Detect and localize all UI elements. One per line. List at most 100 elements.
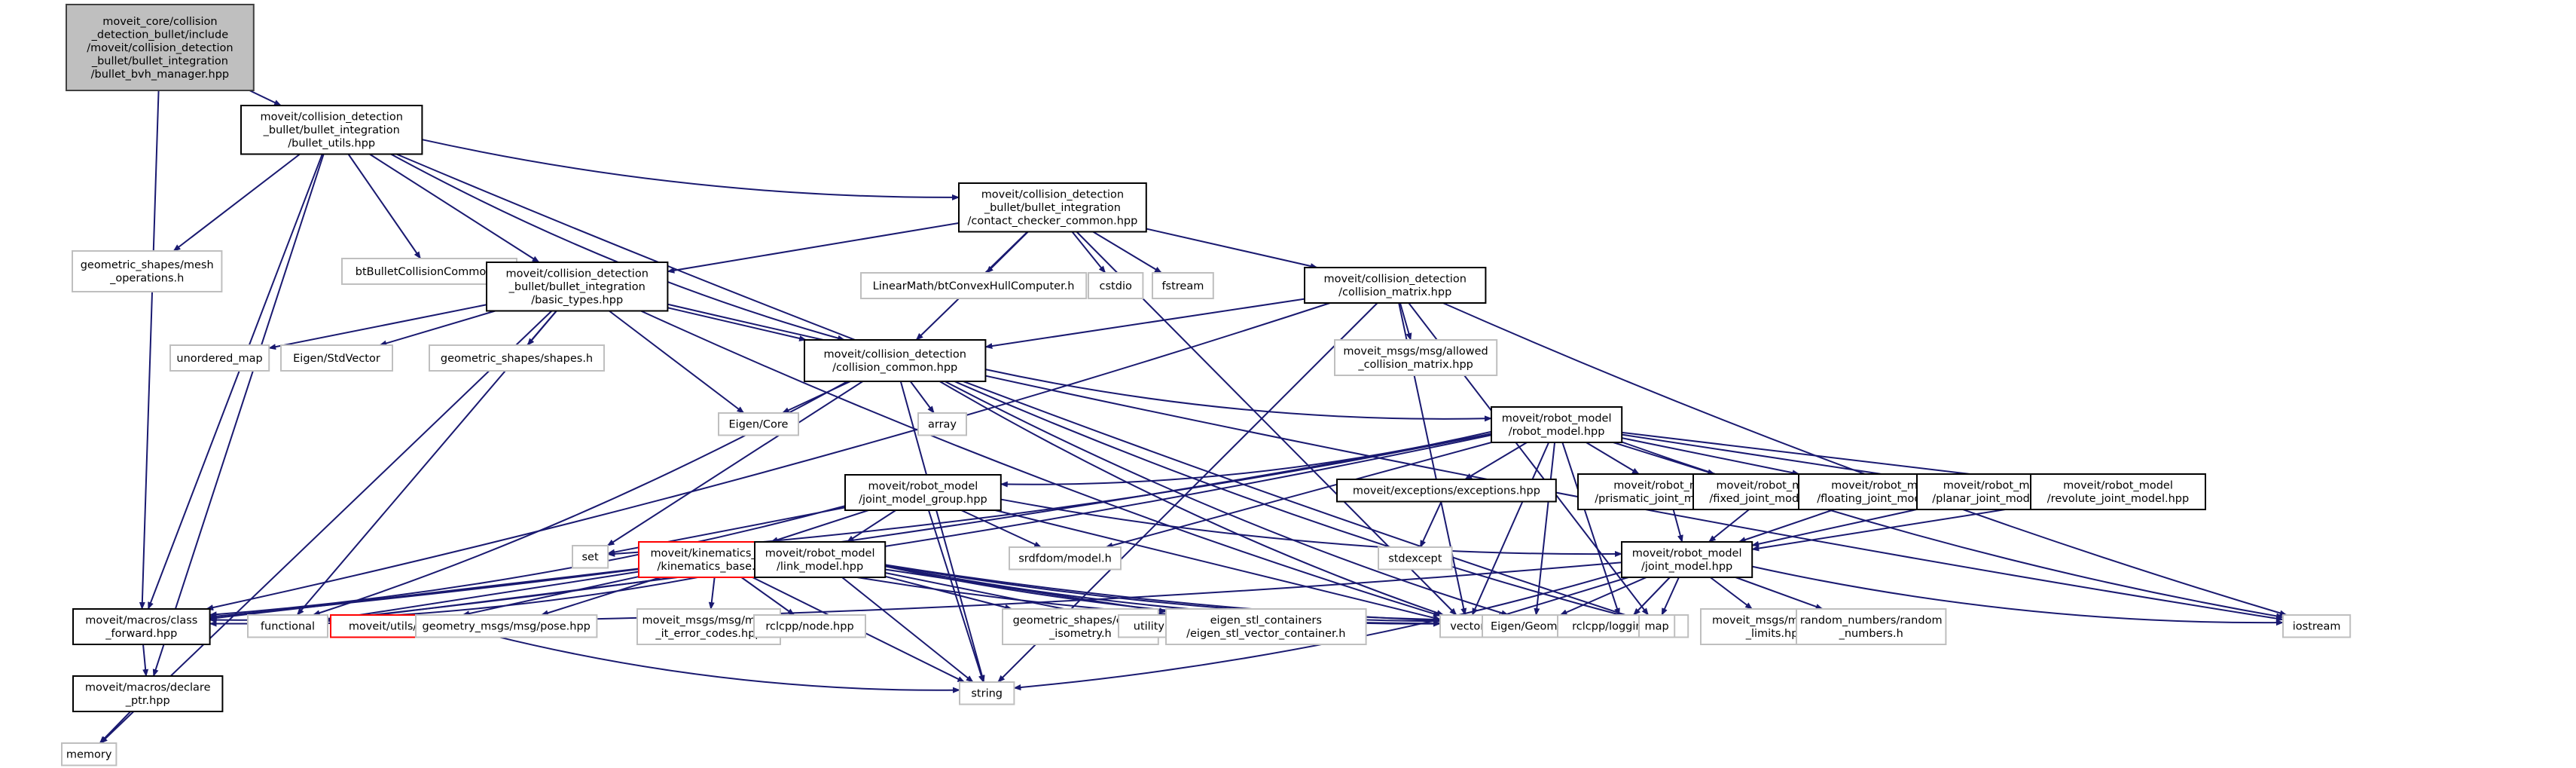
node-label: _ptr.hpp (125, 695, 170, 707)
node-srdf[interactable]: srdfdom/model.h (1009, 546, 1122, 571)
node-joint-model[interactable]: moveit/robot_model/joint_model.hpp (1621, 541, 1753, 578)
node-string[interactable]: string (959, 681, 1015, 705)
edge-collision-common-to-set (606, 381, 863, 546)
edge-collision-matrix-to-allowed-cm (1399, 302, 1412, 341)
node-label: btBulletCollisionCommon.h (356, 266, 504, 278)
edge-robot-model-to-exceptions (1464, 442, 1528, 480)
node-check-iso[interactable]: geometric_shapes/check_isometry.h (1002, 608, 1159, 645)
node-label: iostream (2293, 621, 2341, 633)
edge-collision-matrix-to-class-forward (206, 302, 1331, 610)
edge-kinematics-base-to-logger (462, 576, 639, 617)
node-collision-matrix[interactable]: moveit/collision_detection/collision_mat… (1304, 267, 1487, 304)
node-shapes[interactable]: geometric_shapes/shapes.h (429, 344, 605, 372)
edge-jmg-to-joint-model (1000, 498, 1622, 557)
node-label: moveit/collision_detection (260, 112, 402, 124)
edge-declare-ptr-to-memory (99, 711, 132, 744)
node-pose[interactable]: geometry_msgs/msg/pose.hpp (415, 614, 598, 638)
node-label: moveit_msgs/msg/move (642, 615, 775, 627)
node-class-forward[interactable]: moveit/macros/class_forward.hpp (72, 608, 211, 645)
node-label: random_numbers/random (1800, 615, 1943, 627)
edge-joint-model-to-vector (1494, 577, 1629, 620)
node-label: moveit/macros/declare (85, 682, 211, 694)
edge-fixed-to-joint-model (1708, 509, 1750, 543)
node-box (754, 541, 887, 578)
node-box (61, 742, 118, 766)
node-random-numbers[interactable]: random_numbers/random_numbers.h (1796, 608, 1947, 645)
edge-collision-common-to-eigen-core (781, 381, 851, 414)
edge-joint-model-to-joint-limits (1710, 577, 1753, 610)
node-box (72, 608, 211, 645)
node-label: /collision_common.hpp (832, 362, 957, 374)
node-label: _isometry.h (1048, 628, 1112, 640)
node-functional[interactable]: functional (247, 614, 328, 638)
node-label: moveit/robot_model (1831, 480, 1941, 492)
node-label: _bullet/bullet_integration (263, 124, 400, 136)
node-box (1638, 614, 1676, 638)
node-unordered-map[interactable]: unordered_map (169, 344, 270, 372)
node-iostream[interactable]: iostream (2282, 614, 2352, 638)
node-exceptions[interactable]: moveit/exceptions/exceptions.hpp (1336, 479, 1557, 503)
edge-jmg-to-string (927, 509, 984, 683)
node-collision-common[interactable]: moveit/collision_detection/collision_com… (804, 339, 987, 382)
edge-jmg-to-class-forward (209, 505, 846, 618)
edge-exceptions-to-stdexcept (1419, 501, 1442, 548)
edge-contact-checker-to-collision-matrix (1146, 228, 1318, 269)
node-declare-ptr[interactable]: moveit/macros/declare_ptr.hpp (72, 675, 224, 712)
node-label: geometry_msgs/msg/pose.hpp (423, 621, 591, 633)
node-box (280, 344, 393, 372)
node-memory[interactable]: memory (61, 742, 118, 766)
node-revolute[interactable]: moveit/robot_model/revolute_joint_model.… (2030, 473, 2206, 510)
node-stdexcept[interactable]: stdexcept (1378, 546, 1453, 571)
node-eigen-core[interactable]: Eigen/Core (718, 412, 799, 436)
node-box (959, 681, 1015, 705)
edge-joint-model-to-logging (1633, 577, 1671, 616)
node-label: /bullet_bvh_manager.hpp (91, 69, 229, 81)
node-root[interactable]: moveit_core/collision_detection_bullet/i… (66, 4, 255, 91)
edge-collision-common-to-vector (939, 381, 1445, 616)
node-label: /robot_model.hpp (1509, 426, 1605, 438)
edge-robot-model-to-vector (1471, 442, 1550, 616)
node-array[interactable]: array (917, 412, 967, 436)
node-label: /link_model.hpp (777, 561, 863, 573)
node-box (1796, 608, 1947, 645)
node-mesh-ops[interactable]: geometric_shapes/mesh_operations.h (72, 250, 223, 292)
node-map[interactable]: map (1638, 614, 1676, 638)
node-contact-checker[interactable]: moveit/collision_detection_bullet/bullet… (958, 182, 1147, 233)
edge-revolute-to-joint-model (1751, 504, 2031, 552)
node-box (1336, 479, 1557, 503)
node-link-model[interactable]: moveit/robot_model/link_model.hpp (754, 541, 887, 578)
node-label: geometric_shapes/check (1013, 615, 1149, 627)
node-set[interactable]: set (572, 545, 609, 569)
node-eigen-stl[interactable]: eigen_stl_containers/eigen_stl_vector_co… (1165, 608, 1367, 645)
node-label: /moveit/collision_detection (87, 42, 233, 54)
node-bullet-utils[interactable]: moveit/collision_detection_bullet/bullet… (240, 105, 423, 155)
edge-robot-model-to-logging (1561, 442, 1620, 616)
node-label: array (928, 419, 957, 431)
node-label: memory (66, 749, 112, 761)
node-label: _collision_matrix.hpp (1357, 359, 1473, 371)
edge-basic-types-to-stdvector (379, 310, 496, 347)
edge-robot-model-to-jmg (1000, 430, 1492, 488)
node-box (753, 614, 866, 638)
node-cstdio[interactable]: cstdio (1088, 272, 1144, 299)
node-fstream[interactable]: fstream (1152, 272, 1214, 299)
node-basic-types[interactable]: moveit/collision_detection_bullet/bullet… (486, 262, 669, 312)
edge-collision-matrix-to-collision-common (984, 298, 1305, 350)
node-label: moveit_core/collision (102, 16, 217, 28)
node-allowed-cm[interactable]: moveit_msgs/msg/allowed_collision_matrix… (1334, 339, 1498, 376)
node-label: /basic_types.hpp (531, 295, 623, 307)
node-jmg[interactable]: moveit/robot_model/joint_model_group.hpp (844, 474, 1002, 511)
node-label: _limits.hpp (1745, 628, 1805, 640)
edge-bullet-utils-to-contact-checker (422, 139, 960, 200)
node-stdvector[interactable]: Eigen/StdVector (280, 344, 393, 372)
node-robot-model[interactable]: moveit/robot_model/robot_model.hpp (1491, 406, 1623, 443)
edge-root-to-bullet-utils (249, 90, 282, 106)
node-box (72, 675, 224, 712)
node-btBullet[interactable]: btBulletCollisionCommon.h (341, 258, 517, 285)
node-box (486, 262, 669, 312)
node-linearmath[interactable]: LinearMath/btConvexHullComputer.h (860, 272, 1088, 299)
node-label: string (971, 688, 1003, 700)
node-box (804, 339, 987, 382)
node-node[interactable]: rclcpp/node.hpp (753, 614, 866, 638)
